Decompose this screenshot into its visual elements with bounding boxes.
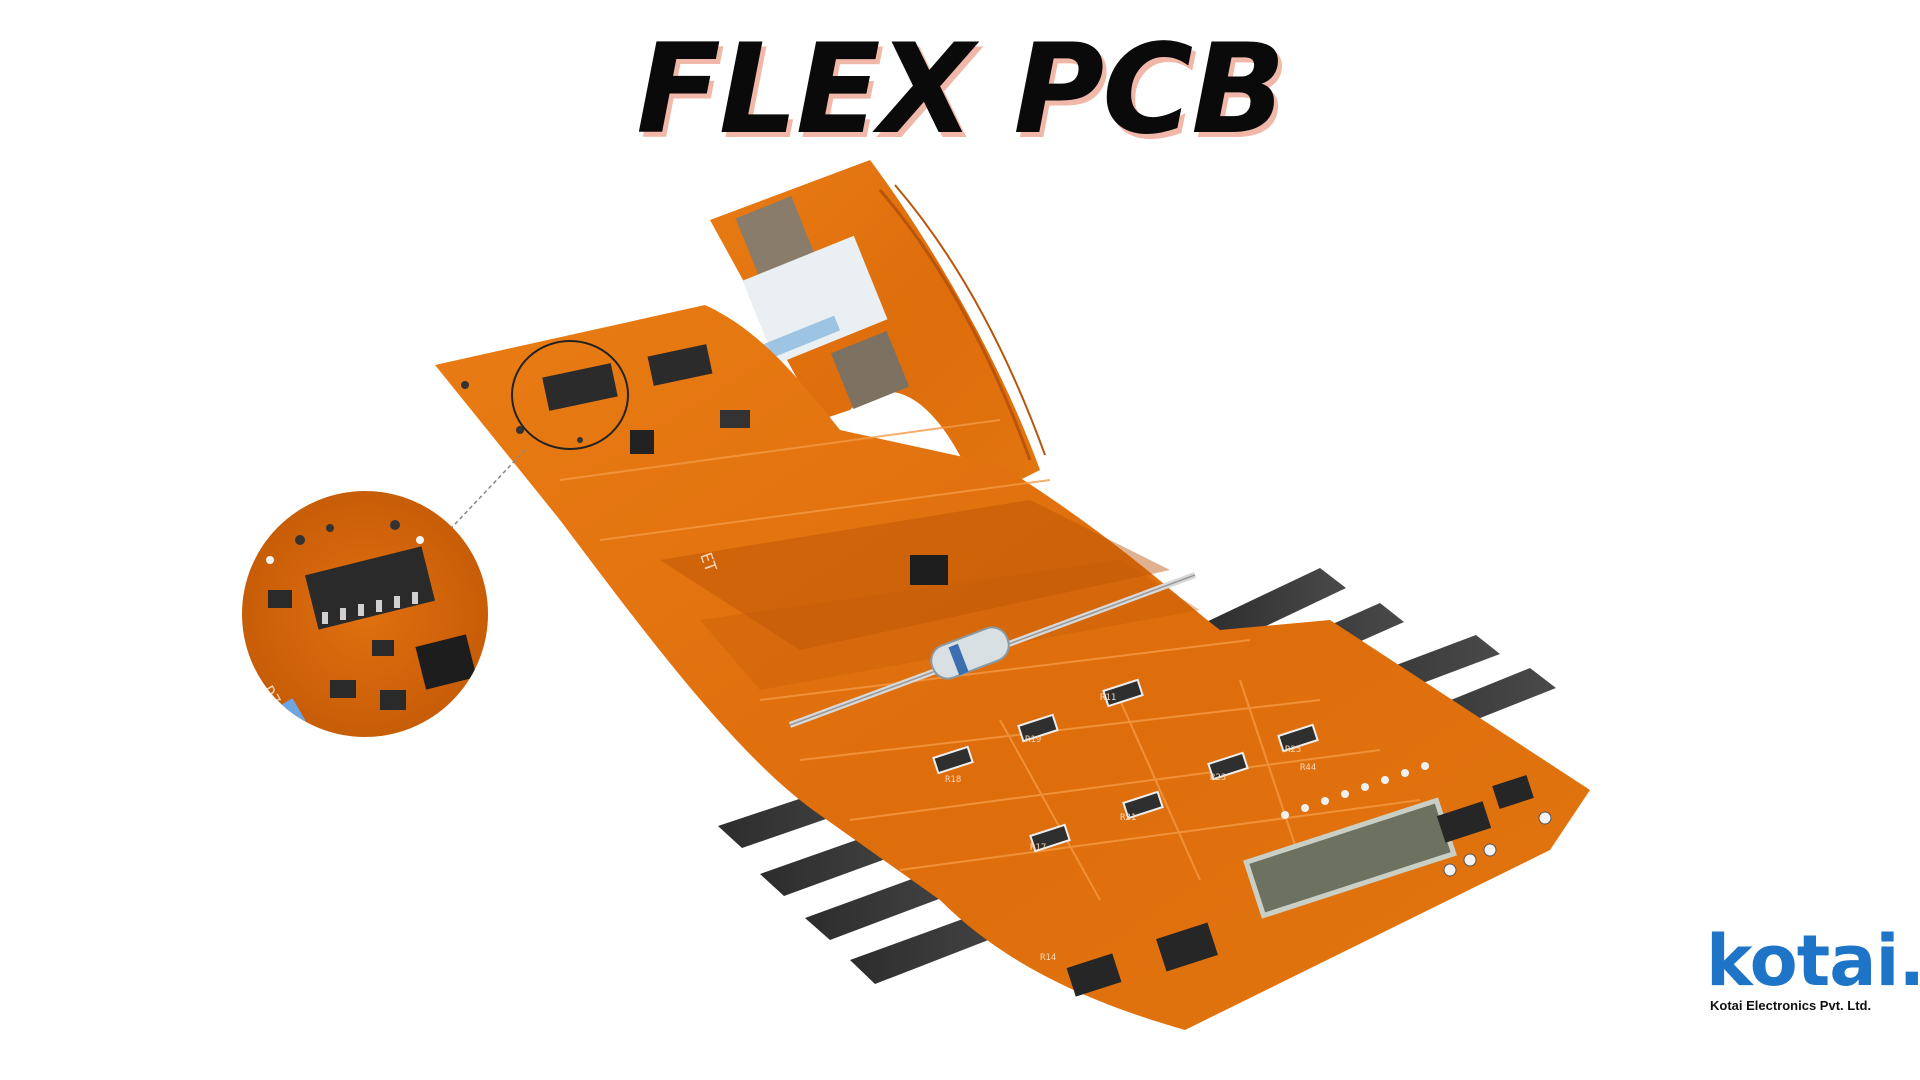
main-board (435, 305, 1590, 1030)
logo-company-name: Kotai Electronics Pvt. Ltd. (1710, 998, 1872, 1013)
label-r19: R19 (1025, 735, 1041, 745)
label-r11: R11 (1100, 693, 1116, 703)
label-r23: R23 (1210, 773, 1226, 783)
label-r14: R14 (1040, 953, 1056, 963)
brand-logo: kotai. Kotai Electronics Pvt. Ltd. (1706, 926, 1920, 1013)
zoom-magnifier: D7 R46 C8 REV (239, 491, 488, 737)
label-r21: R21 (1120, 813, 1136, 823)
label-r17: R17 (1030, 843, 1046, 853)
zoom-label-rev: REV (239, 693, 270, 728)
page-title: FLEX PCB (636, 18, 1286, 162)
label-r25: R25 (1285, 745, 1301, 755)
flex-tail (710, 160, 1046, 500)
logo-wordmark: kotai. (1706, 920, 1920, 1002)
label-r44: R44 (1300, 763, 1316, 773)
label-r18: R18 (945, 775, 961, 785)
